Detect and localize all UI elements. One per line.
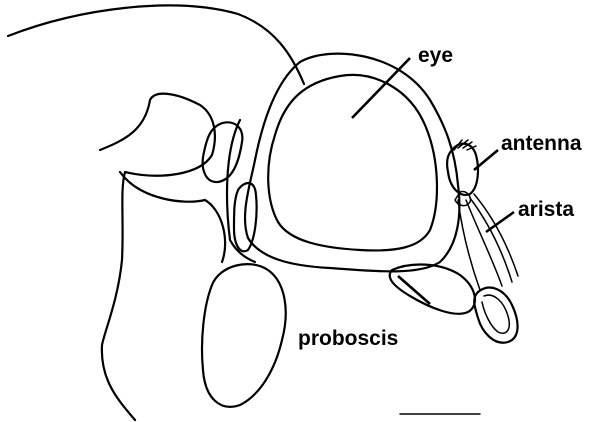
- proboscis-leader-line: [398, 276, 430, 304]
- arista-label: arista: [518, 198, 574, 221]
- arista-line-1: [470, 198, 512, 282]
- head-capsule: [245, 54, 459, 272]
- compound-eye: [268, 75, 437, 251]
- antenna-segment: [447, 144, 478, 195]
- proboscis-label: proboscis: [298, 327, 398, 350]
- antenna-label: antenna: [501, 132, 582, 155]
- thorax-lower-outline: [100, 94, 215, 420]
- coxa-outline: [202, 264, 286, 407]
- eye-leader-line: [352, 58, 410, 118]
- eye-label: eye: [418, 44, 453, 67]
- thorax-fold-outline: [120, 172, 225, 262]
- labellum-outer: [474, 288, 517, 343]
- labellum-inner: [482, 295, 509, 333]
- thorax-dorsal-outline: [8, 5, 304, 84]
